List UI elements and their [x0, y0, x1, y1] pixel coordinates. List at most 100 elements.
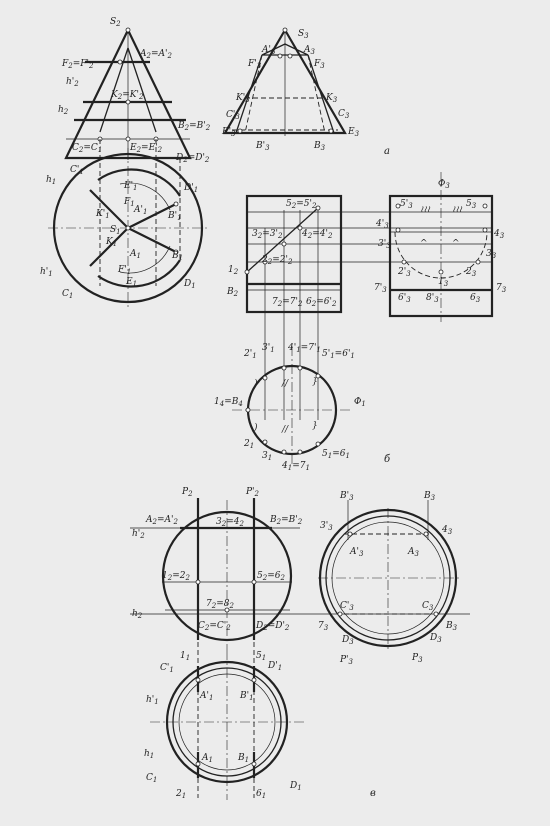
svg-text:22=2'2: 22=2'2 — [261, 255, 293, 266]
svg-text:h'1: h'1 — [40, 267, 53, 278]
svg-text:72=7'2: 72=7'2 — [272, 297, 303, 308]
svg-text:C1: C1 — [146, 773, 157, 784]
panel-b: ≀≀≀ ≀≀≀ ^ ^ ) ) // // } } — [214, 172, 507, 472]
svg-text:C'1: C'1 — [160, 663, 174, 674]
svg-text:6'3: 6'3 — [398, 293, 411, 304]
panel-v-letter: в — [370, 788, 376, 799]
svg-text:P'2: P'2 — [245, 487, 260, 498]
svg-text:D2=D'2: D2=D'2 — [255, 621, 290, 632]
svg-text:21: 21 — [175, 789, 186, 800]
svg-text:≀≀≀: ≀≀≀ — [452, 205, 463, 215]
panel-a: S2 F2=F'2 A2=A'2 h'2 K2=K'2 h2 B2=B'2 C2… — [40, 17, 390, 308]
svg-text:K2=K'2: K2=K'2 — [110, 90, 144, 101]
svg-text:D2=D'2: D2=D'2 — [175, 153, 210, 164]
svg-text:): ) — [253, 422, 258, 433]
svg-text:h'1: h'1 — [146, 695, 159, 706]
svg-text:F2=F'2: F2=F'2 — [61, 59, 94, 70]
svg-text:^: ^ — [452, 239, 460, 249]
svg-text:12: 12 — [228, 265, 239, 276]
svg-text:A2=A'2: A2=A'2 — [145, 515, 178, 526]
panel-a-letter: а — [384, 146, 390, 157]
svg-text:31: 31 — [262, 451, 272, 462]
svg-text:3'3: 3'3 — [320, 521, 333, 532]
svg-text:}: } — [312, 421, 318, 431]
svg-text:C2=C'2: C2=C'2 — [198, 621, 231, 632]
svg-text:A1: A1 — [129, 249, 141, 260]
svg-text:h2: h2 — [132, 609, 143, 620]
svg-text:K3: K3 — [325, 93, 338, 104]
svg-text:3'1: 3'1 — [262, 343, 275, 354]
svg-text:72=82: 72=82 — [206, 599, 234, 610]
svg-text:K1: K1 — [105, 237, 117, 248]
svg-text:A'1: A'1 — [199, 691, 213, 702]
svg-text:C'3: C'3 — [226, 110, 240, 121]
svg-text:7'3: 7'3 — [374, 283, 387, 294]
svg-text:A'1: A'1 — [133, 205, 147, 216]
svg-text:73: 73 — [496, 283, 507, 294]
svg-text:D1: D1 — [183, 279, 196, 290]
svg-text:21: 21 — [243, 439, 254, 450]
svg-text:D1: D1 — [289, 781, 302, 792]
svg-text:C'3: C'3 — [340, 601, 354, 612]
panel-b-letter: б — [384, 454, 391, 465]
svg-text:12=22: 12=22 — [162, 571, 190, 582]
svg-text:B1: B1 — [171, 251, 183, 262]
svg-text:h1: h1 — [144, 749, 154, 760]
cylinder-front-view — [244, 194, 343, 420]
svg-text:A2=A'2: A2=A'2 — [139, 49, 172, 60]
svg-text:32=42: 32=42 — [216, 517, 244, 528]
sphere-top-view — [150, 650, 304, 800]
svg-text:52=62: 52=62 — [257, 571, 285, 582]
svg-text:33: 33 — [486, 249, 497, 260]
svg-text:4'1=7'1: 4'1=7'1 — [287, 343, 321, 354]
svg-text:F3: F3 — [313, 59, 325, 70]
svg-text:E2=E'2: E2=E'2 — [129, 143, 163, 154]
svg-text:}: } — [312, 377, 318, 387]
svg-text:C3: C3 — [338, 109, 350, 120]
svg-text:2'1: 2'1 — [243, 349, 257, 360]
svg-text:43: 43 — [441, 525, 453, 536]
svg-text:11: 11 — [180, 651, 190, 662]
svg-text:P3: P3 — [411, 653, 423, 664]
svg-text:D'1: D'1 — [267, 661, 282, 672]
svg-text:B2=B'2: B2=B'2 — [269, 515, 303, 526]
svg-text:42=4'2: 42=4'2 — [301, 229, 333, 240]
cylinder-top-view: ) ) // // } } — [232, 346, 352, 466]
svg-text:^: ^ — [420, 239, 428, 249]
svg-text:B1: B1 — [237, 753, 249, 764]
svg-text:K'1: K'1 — [95, 209, 110, 220]
svg-text:): ) — [253, 378, 258, 389]
svg-text:B2: B2 — [226, 287, 239, 298]
svg-text:C1: C1 — [62, 289, 73, 300]
svg-text:E1: E1 — [125, 277, 137, 288]
svg-text:h'2: h'2 — [66, 77, 79, 88]
svg-text:B'1: B'1 — [239, 691, 254, 702]
svg-text:B3: B3 — [423, 491, 436, 502]
svg-text:B'3: B'3 — [339, 491, 354, 502]
svg-text:Φ3: Φ3 — [438, 179, 450, 190]
svg-text:A1: A1 — [201, 753, 213, 764]
svg-text:E'3: E'3 — [221, 127, 236, 138]
svg-text:B'1: B'1 — [167, 211, 182, 222]
svg-text:61: 61 — [256, 789, 266, 800]
svg-text:B3: B3 — [313, 141, 326, 152]
svg-text:62=6'2: 62=6'2 — [306, 297, 337, 308]
svg-text:D3: D3 — [429, 633, 442, 644]
svg-text:Φ1: Φ1 — [354, 397, 366, 408]
panel-v-labels: P2 P'2 A2=A'2 h'2 32=42 B2=B'2 12=22 52=… — [132, 487, 458, 800]
svg-text:13: 13 — [438, 277, 449, 288]
svg-text:B2=B'2: B2=B'2 — [177, 121, 211, 132]
svg-text:F'1: F'1 — [117, 265, 131, 276]
panel-a-labels: S2 F2=F'2 A2=A'2 h'2 K2=K'2 h2 B2=B'2 C2… — [40, 17, 390, 300]
svg-text:3'3: 3'3 — [378, 239, 391, 250]
svg-text://: // — [281, 425, 289, 435]
svg-text:51: 51 — [256, 651, 266, 662]
svg-text:43: 43 — [493, 229, 505, 240]
cylinder-side-view: ≀≀≀ ≀≀≀ ^ ^ — [341, 172, 494, 322]
svg-text:53: 53 — [466, 199, 477, 210]
svg-text:F'3: F'3 — [247, 59, 262, 70]
svg-text:P'3: P'3 — [339, 655, 354, 666]
svg-text:D'1: D'1 — [183, 183, 198, 194]
svg-text:C'1: C'1 — [70, 165, 84, 176]
